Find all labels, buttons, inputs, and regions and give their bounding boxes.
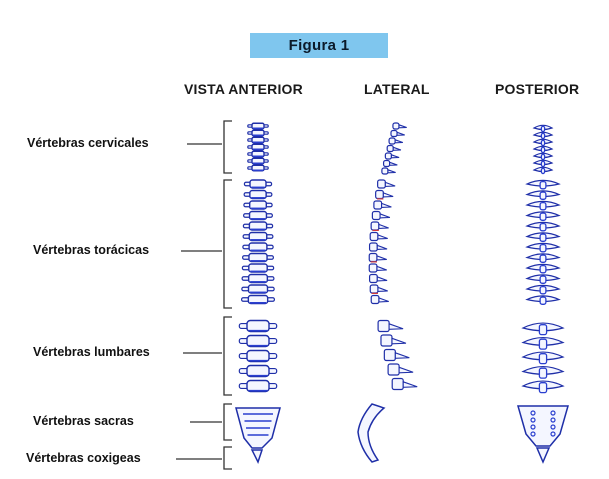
vertebra-lumbar bbox=[239, 351, 276, 362]
vertebra-thoracic-lateral bbox=[370, 233, 388, 241]
vertebra-thoracic-posterior bbox=[527, 191, 559, 199]
vertebra-thoracic-posterior bbox=[527, 233, 559, 241]
vertebra-thoracic-posterior bbox=[527, 264, 559, 272]
vertebra-thoracic-posterior bbox=[527, 201, 559, 209]
vertebra-lumbar-posterior bbox=[523, 323, 563, 335]
vertebra-cervical-posterior bbox=[534, 146, 552, 152]
vertebra-thoracic-lateral bbox=[376, 191, 394, 199]
vertebra-thoracic bbox=[243, 222, 272, 230]
vertebra-thoracic bbox=[242, 296, 275, 304]
vertebra-thoracic bbox=[243, 254, 274, 262]
vertebra-lumbar-posterior bbox=[523, 367, 563, 379]
vertebra-thoracic bbox=[242, 264, 273, 272]
vertebra-cervical bbox=[248, 165, 268, 171]
vertebra-thoracic bbox=[243, 243, 273, 251]
vertebra-cervical bbox=[248, 158, 268, 164]
vertebra-lumbar-lateral bbox=[384, 350, 409, 361]
coccyx-posterior bbox=[537, 448, 549, 462]
vertebra-thoracic-lateral bbox=[369, 254, 387, 262]
vertebra-lumbar-lateral bbox=[378, 321, 403, 332]
vertebra-cervical bbox=[248, 137, 268, 143]
vertebra-thoracic-posterior bbox=[527, 285, 559, 293]
vertebra-thoracic-posterior bbox=[527, 254, 559, 262]
vertebra-thoracic-posterior bbox=[527, 222, 559, 230]
vertebra-lumbar-lateral bbox=[381, 335, 406, 346]
vertebra-thoracic-lateral bbox=[371, 296, 389, 304]
vertebra-cervical-lateral bbox=[382, 168, 396, 174]
vertebra-cervical-lateral bbox=[391, 131, 405, 137]
vertebra-thoracic-lateral bbox=[370, 275, 388, 283]
vertebra-cervical-posterior bbox=[534, 167, 552, 173]
vertebra-lumbar-posterior bbox=[523, 338, 563, 350]
vertebra-cervical-posterior bbox=[534, 125, 552, 131]
vertebra-lumbar bbox=[239, 336, 276, 347]
vertebra-thoracic-posterior bbox=[527, 296, 559, 304]
vertebra-thoracic-posterior bbox=[527, 275, 559, 283]
vertebra-lumbar-lateral bbox=[392, 379, 417, 390]
coccyx-anterior bbox=[252, 450, 262, 462]
vertebra-thoracic-posterior bbox=[527, 180, 559, 188]
vertebra-lumbar bbox=[239, 381, 276, 392]
vertebra-cervical-lateral bbox=[384, 161, 398, 167]
vertebra-cervical-lateral bbox=[385, 153, 399, 159]
vertebra-thoracic-lateral bbox=[370, 285, 388, 293]
vertebra-thoracic bbox=[242, 275, 274, 283]
vertebra-cervical bbox=[248, 151, 268, 157]
vertebra-thoracic bbox=[244, 212, 273, 220]
vertebra-thoracic-posterior bbox=[527, 212, 559, 220]
vertebra-thoracic-lateral bbox=[374, 201, 392, 209]
vertebra-lumbar-lateral bbox=[388, 364, 413, 375]
vertebra-thoracic bbox=[244, 180, 271, 188]
vertebra-lumbar-posterior bbox=[523, 352, 563, 364]
spine-anterior-view bbox=[236, 123, 280, 462]
vertebra-thoracic-lateral bbox=[371, 222, 389, 230]
vertebra-cervical bbox=[248, 130, 268, 136]
vertebra-cervical-lateral bbox=[389, 138, 403, 144]
vertebra-lumbar bbox=[239, 366, 276, 377]
vertebra-thoracic bbox=[244, 201, 272, 209]
vertebra-cervical-posterior bbox=[534, 160, 552, 166]
vertebra-cervical-posterior bbox=[534, 139, 552, 145]
vertebra-lumbar-posterior bbox=[523, 381, 563, 393]
vertebra-thoracic bbox=[244, 191, 272, 199]
vertebra-cervical bbox=[248, 123, 268, 129]
vertebra-thoracic-lateral bbox=[372, 212, 390, 220]
vertebra-thoracic-lateral bbox=[370, 243, 388, 251]
sacrum-lateral bbox=[358, 404, 384, 462]
spine-posterior-view bbox=[518, 125, 568, 462]
spine-lateral-view bbox=[358, 123, 417, 462]
vertebra-cervical-lateral bbox=[387, 146, 401, 152]
vertebra-thoracic-lateral bbox=[378, 180, 396, 188]
vertebra-cervical-posterior bbox=[534, 153, 552, 159]
vertebra-thoracic-lateral bbox=[369, 264, 387, 272]
vertebra-cervical bbox=[248, 144, 268, 150]
vertebra-lumbar bbox=[239, 321, 276, 332]
vertebra-cervical-lateral bbox=[393, 123, 407, 129]
sacrum-posterior bbox=[518, 406, 568, 446]
vertebra-thoracic-posterior bbox=[527, 243, 559, 251]
vertebra-thoracic bbox=[243, 233, 273, 241]
vertebra-thoracic bbox=[242, 285, 274, 293]
vertebra-cervical-posterior bbox=[534, 132, 552, 138]
